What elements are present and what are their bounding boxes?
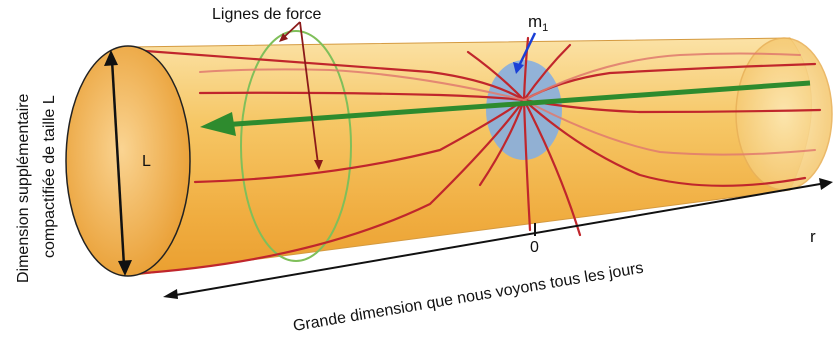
size-label: L: [142, 153, 151, 170]
size-arrow-line: [110, 59, 126, 267]
field-line: [198, 91, 526, 102]
r-axis-head-left: [163, 289, 178, 299]
field-line: [523, 52, 801, 101]
field-line: [199, 68, 525, 101]
field-line: [522, 36, 530, 102]
size-arrow-head-bottom: [118, 260, 132, 276]
cylinder-body: [127, 37, 812, 277]
size-arrow-head-top: [104, 50, 118, 66]
field-line: [478, 98, 526, 187]
field-line: [193, 98, 526, 184]
mass-label-subscript: 1: [542, 22, 548, 34]
field-line: [522, 98, 532, 232]
green-arrow-head: [200, 112, 236, 136]
vertical-label-line1: Dimension supplémentaire: [15, 93, 32, 283]
vertical-label-line2: compactifiée de taille L: [41, 95, 58, 258]
r-axis-line: [169, 182, 827, 297]
green-arrow-line: [221, 80, 811, 128]
field-lines-faint: [199, 52, 816, 156]
field-lines-label: Lignes de force: [212, 6, 322, 23]
field-lines-pointers: [282, 21, 319, 165]
radial-label: r: [810, 227, 816, 246]
near-end-cap: [65, 45, 191, 277]
field-line: [466, 50, 526, 102]
r-axis-head-right: [819, 178, 833, 190]
field-line: [128, 98, 526, 276]
field-lines: [128, 36, 822, 276]
field-line: [522, 98, 582, 237]
mass-label-main: m: [528, 12, 542, 31]
field-line: [523, 99, 816, 156]
far-end-cap: [735, 37, 833, 191]
pointer-head-2: [314, 160, 323, 170]
mass-arrow-line: [517, 32, 537, 67]
field-line: [522, 98, 822, 114]
mass-label: m1: [528, 12, 548, 34]
field-line: [522, 43, 572, 102]
origin-label: 0: [530, 239, 539, 256]
field-line: [130, 48, 526, 102]
mass-arrow-head: [513, 62, 524, 74]
green-ring: [240, 30, 352, 262]
field-line: [522, 98, 807, 187]
bottom-label: Grande dimension que nous voyons tous le…: [292, 260, 645, 335]
pointer-head-1: [279, 33, 288, 42]
